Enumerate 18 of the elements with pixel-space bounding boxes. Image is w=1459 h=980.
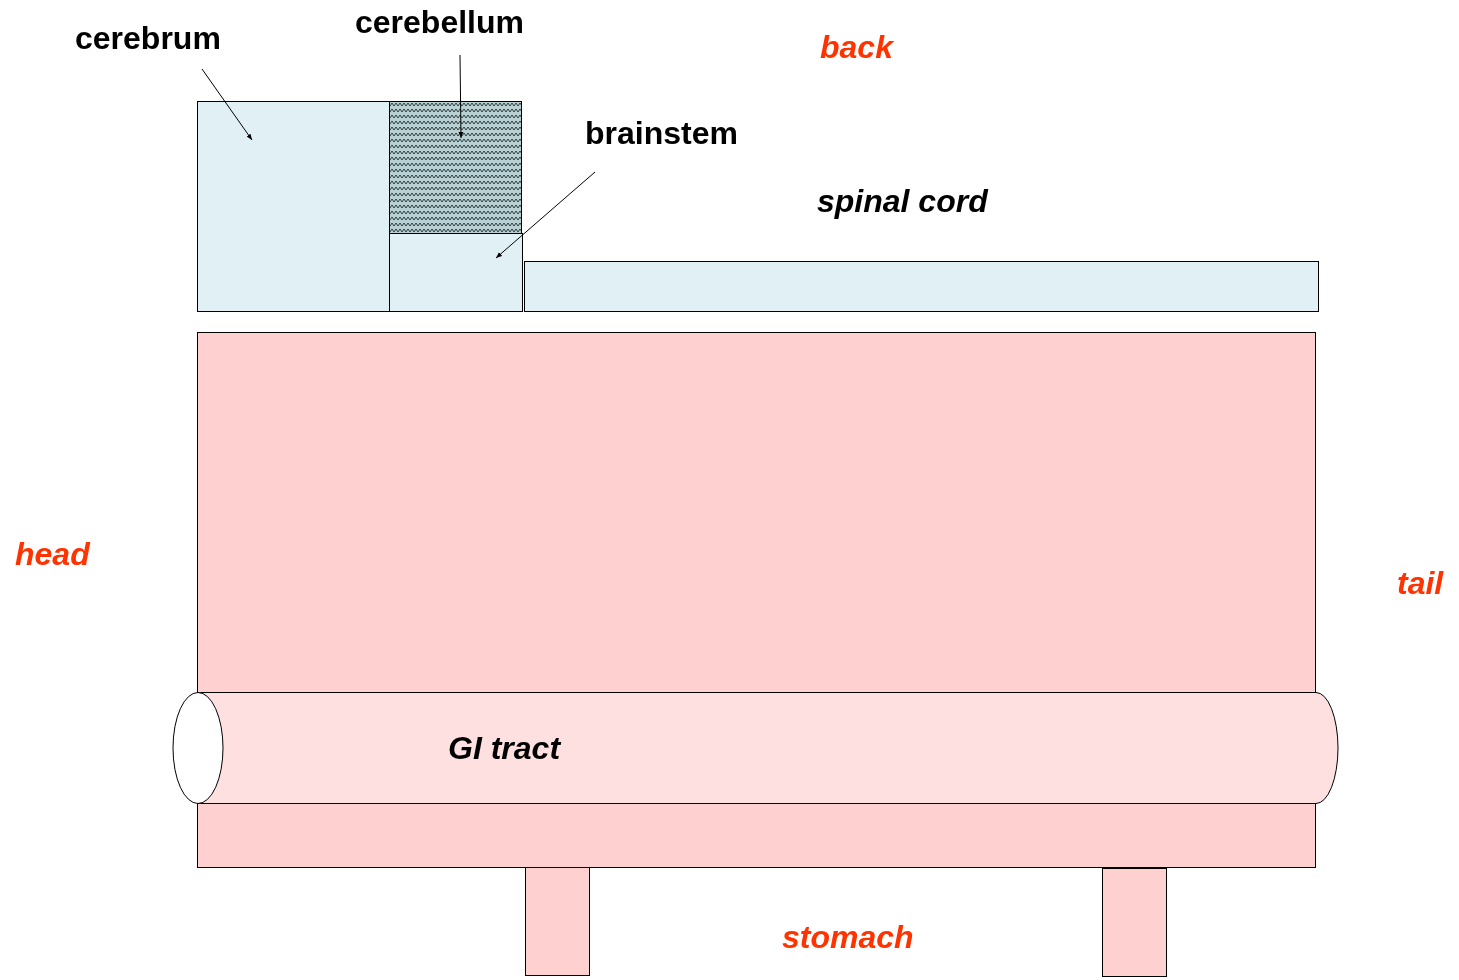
direction-label: stomach [782,921,914,953]
brainstem-block [389,233,523,312]
leg-block [525,867,590,976]
leader-line [495,171,596,259]
direction-label: tail [1397,567,1444,599]
part-name: cerebrum [75,22,221,54]
part-name: spinal cord [817,185,988,217]
direction-label: back [820,31,893,63]
part-name: brainstem [585,117,738,149]
direction-label: head [15,538,90,570]
part-name: GI tract [448,732,561,764]
cerebellum-block [389,101,522,234]
leg-block [1102,868,1167,977]
spinal-cord-bar [524,261,1319,312]
leader-line [201,68,253,141]
leader-line [458,54,464,139]
part-name: cerebellum [355,6,524,38]
cerebrum-block [197,101,390,312]
